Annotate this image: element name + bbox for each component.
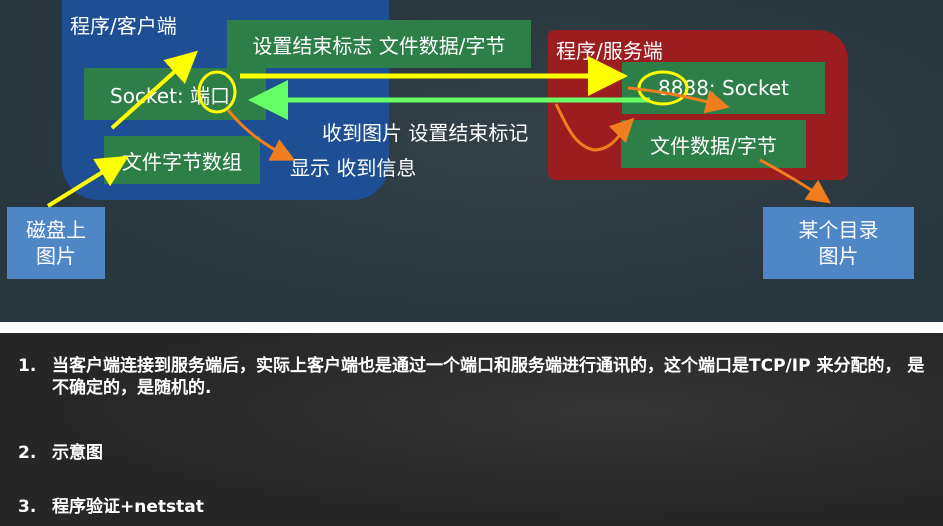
socket-diagram: 程序/客户端 程序/服务端 设置结束标志 文件数据/字节 Socket: 端口 …	[0, 0, 943, 322]
note-text: 示意图	[52, 443, 103, 463]
client-socket-box: Socket: 端口	[84, 68, 266, 120]
note-number: 3.	[18, 497, 37, 517]
disk-image-label: 磁盘上 图片	[26, 218, 86, 268]
note-text: 当客户端连接到服务端后，实际上客户端也是通过一个端口和服务端进行通讯的，这个端口…	[52, 356, 925, 398]
note-item-1: 1. 当客户端连接到服务端后，实际上客户端也是通过一个端口和服务端进行通讯的，这…	[18, 355, 933, 399]
client-byte-array-box: 文件字节数组	[104, 136, 260, 184]
note-number: 2.	[18, 443, 37, 463]
note-item-3: 3. 程序验证+netstat	[18, 496, 933, 518]
client-region-label: 程序/客户端	[70, 14, 177, 38]
notes-section: 1. 当客户端连接到服务端后，实际上客户端也是通过一个端口和服务端进行通讯的，这…	[0, 333, 943, 526]
note-number: 1.	[18, 356, 37, 376]
server-file-data-box: 文件数据/字节	[621, 120, 806, 168]
disk-image-box: 磁盘上 图片	[7, 207, 105, 279]
server-region-label: 程序/服务端	[556, 39, 663, 63]
target-directory-label: 某个目录 图片	[798, 218, 879, 268]
note-text: 程序验证+netstat	[52, 497, 204, 517]
server-socket-box: 8888: Socket	[622, 62, 825, 114]
send-data-label: 设置结束标志 文件数据/字节	[227, 20, 531, 68]
display-message-label: 显示 收到信息	[290, 156, 417, 180]
target-directory-box: 某个目录 图片	[763, 207, 914, 279]
note-item-2: 2. 示意图	[18, 442, 933, 464]
receive-ack-label: 收到图片 设置结束标记	[322, 121, 529, 145]
